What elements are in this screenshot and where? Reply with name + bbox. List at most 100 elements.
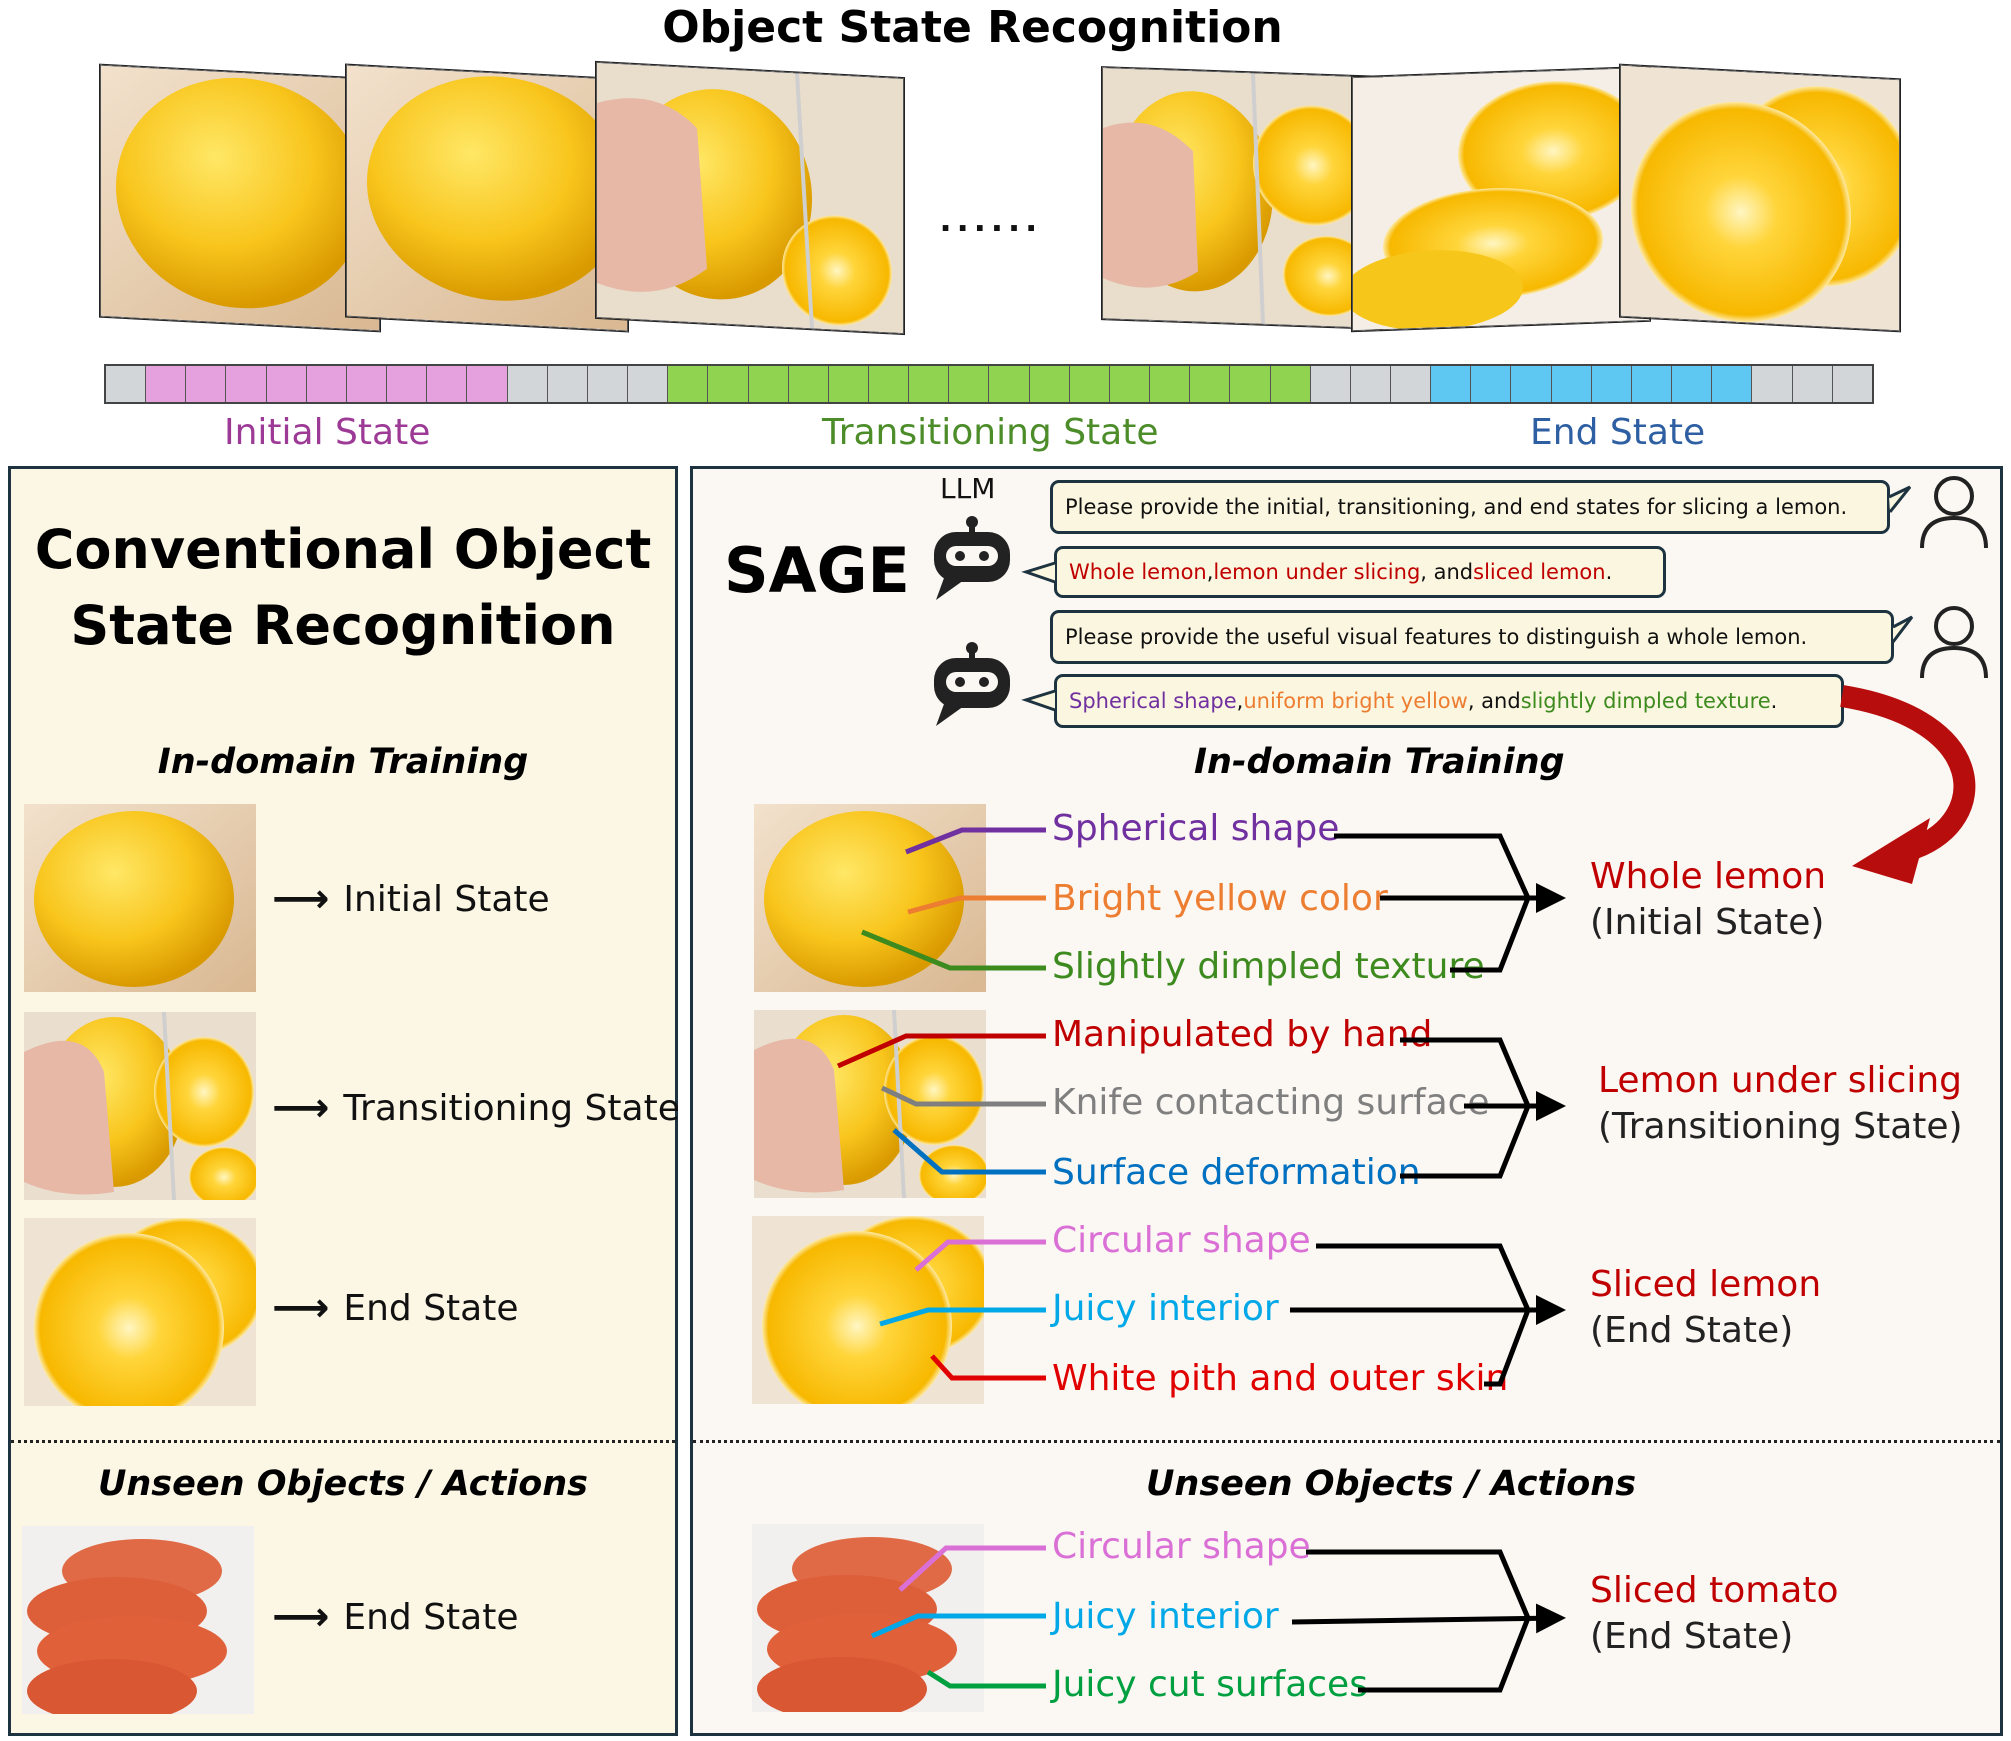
left-row-transitioning: ⟶ Transitioning State: [272, 1085, 680, 1131]
timeline-cell: [748, 366, 789, 402]
chat-user-message-1: Please provide the initial, transitionin…: [1050, 480, 1890, 534]
state-type: (Transitioning State): [1598, 1106, 1963, 1147]
robot-icon: [928, 514, 1024, 606]
timeline-cell: [1551, 366, 1592, 402]
ellipsis: ......: [940, 196, 1043, 240]
robot-icon: [928, 640, 1024, 732]
timeline-cell: [1350, 366, 1391, 402]
timeline-cell: [668, 366, 709, 402]
feature-label: Spherical shape: [1052, 808, 1340, 849]
video-frame-5: [1352, 66, 1650, 332]
left-row-initial: ⟶ Initial State: [272, 876, 550, 922]
chat-part: .: [1605, 560, 1613, 584]
state-type: (End State): [1590, 1310, 1794, 1351]
feature-label: Surface deformation: [1052, 1152, 1421, 1193]
sage-lemon-whole-thumbnail: [754, 804, 986, 992]
diagram-title: Object State Recognition: [662, 2, 1283, 53]
video-frame-1: [100, 64, 380, 332]
conventional-title-line1: Conventional Object: [34, 518, 652, 581]
left-unseen-row: ⟶ End State: [272, 1594, 519, 1640]
conventional-title: Conventional Object State Recognition: [8, 512, 678, 664]
conventional-title-line2: State Recognition: [70, 594, 616, 657]
state-result: Sliced tomato(End State): [1590, 1568, 1839, 1660]
timeline-cell: [106, 366, 147, 402]
feature-label: Circular shape: [1052, 1220, 1311, 1261]
feature-label: Knife contacting surface: [1052, 1082, 1490, 1123]
right-unseen-heading: Unseen Objects / Actions: [1146, 1464, 1637, 1504]
video-frame-6: [1620, 64, 1900, 332]
timeline-cell: [306, 366, 347, 402]
timeline-cell: [587, 366, 629, 402]
timeline-cell: [547, 366, 588, 402]
timeline-cell: [1752, 366, 1793, 402]
state-type: (Initial State): [1590, 902, 1825, 943]
right-in-domain-heading: In-domain Training: [1194, 742, 1565, 782]
feature-label: Circular shape: [1052, 1526, 1311, 1567]
chat-part: , and: [1420, 560, 1474, 584]
chat-part: Whole lemon: [1069, 560, 1207, 584]
timeline-cell: [1069, 366, 1110, 402]
timeline-cell: [1591, 366, 1632, 402]
feature-label: Juicy interior: [1052, 1288, 1279, 1329]
chat-llm-message-1: Whole lemon, lemon under slicing, and sl…: [1054, 546, 1666, 598]
left-unseen-row-label: End State: [343, 1596, 519, 1638]
chat-part: ,: [1206, 560, 1214, 584]
timeline-cell: [1511, 366, 1552, 402]
chat-part: sliced lemon: [1473, 560, 1606, 584]
state-name: Lemon under slicing: [1598, 1060, 1963, 1101]
tomato-thumbnail: [22, 1526, 254, 1714]
left-divider: [11, 1440, 675, 1443]
right-arrow-icon: ⟶: [272, 1285, 330, 1331]
right-arrow-icon: ⟶: [272, 1085, 330, 1131]
left-unseen-heading: Unseen Objects / Actions: [97, 1464, 589, 1504]
lemon-whole-thumbnail: [24, 804, 256, 992]
chat-part: lemon under slicing: [1213, 560, 1421, 584]
timeline-cell: [788, 366, 829, 402]
lemon-slicing-thumbnail: [24, 1012, 256, 1200]
timeline-label-initial: Initial State: [224, 412, 431, 453]
timeline-cell: [507, 366, 548, 402]
sage-title: SAGE: [724, 534, 910, 607]
timeline-cell: [346, 366, 388, 402]
left-row-end-label: End State: [343, 1287, 519, 1329]
timeline-cell: [1712, 366, 1753, 402]
chat-part: .: [1770, 689, 1778, 713]
timeline-cell: [1109, 366, 1151, 402]
feature-label: Manipulated by hand: [1052, 1014, 1433, 1055]
state-result: Sliced lemon (End State): [1590, 1262, 1821, 1354]
timeline-cell: [1672, 366, 1713, 402]
chat-part: slightly dimpled texture: [1520, 689, 1771, 713]
timeline-label-end: End State: [1530, 412, 1706, 453]
timeline-cell: [628, 366, 669, 402]
sage-lemon-sliced-thumbnail: [752, 1216, 984, 1404]
feature-label: Bright yellow color: [1052, 878, 1388, 919]
feature-label: Juicy interior: [1052, 1596, 1279, 1637]
right-arrow-icon: ⟶: [272, 1594, 330, 1640]
feature-label: Slightly dimpled texture: [1052, 946, 1485, 987]
right-arrow-icon: ⟶: [272, 876, 330, 922]
timeline-cell: [146, 366, 187, 402]
video-frame-4: [1102, 67, 1382, 329]
timeline-cell: [1431, 366, 1472, 402]
timeline-cell: [1270, 366, 1311, 402]
llm-label: LLM: [940, 472, 996, 505]
timeline-label-transitioning: Transitioning State: [822, 412, 1159, 453]
video-frame-3: [596, 61, 904, 335]
timeline-cell: [467, 366, 508, 402]
timeline-cell: [909, 366, 950, 402]
user-icon: [1916, 602, 1992, 682]
timeline-cell: [1029, 366, 1070, 402]
left-row-transitioning-label: Transitioning State: [343, 1087, 680, 1129]
user-icon: [1916, 472, 1992, 552]
timeline-cell: [828, 366, 869, 402]
state-name: Sliced lemon: [1590, 1264, 1822, 1305]
state-type: (End State): [1590, 1616, 1794, 1657]
state-name: Whole lemon: [1590, 856, 1827, 897]
left-row-initial-label: Initial State: [343, 878, 550, 920]
chat-user-message-2: Please provide the useful visual feature…: [1050, 610, 1894, 664]
timeline-cell: [266, 366, 307, 402]
timeline-cell: [1471, 366, 1512, 402]
timeline-cell: [387, 366, 428, 402]
chat-part: uniform bright yellow: [1243, 689, 1468, 713]
timeline-cell: [949, 366, 990, 402]
